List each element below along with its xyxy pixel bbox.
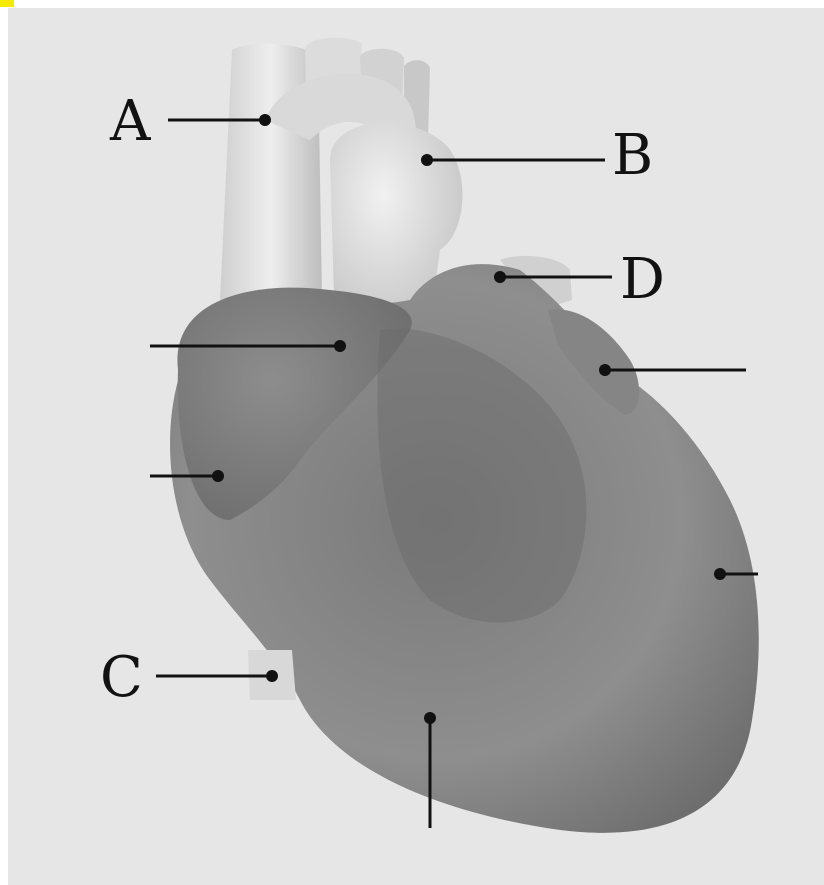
- dot-unlabeled-4: [714, 568, 726, 580]
- dot-unlabeled-5: [424, 712, 436, 724]
- label-c: C: [100, 650, 143, 706]
- dot-unlabeled-3: [212, 470, 224, 482]
- dot-d: [494, 271, 506, 283]
- dot-unlabeled-1: [334, 340, 346, 352]
- label-b: B: [612, 128, 653, 184]
- dot-b: [421, 154, 433, 166]
- dot-unlabeled-2: [599, 364, 611, 376]
- label-a: A: [110, 94, 150, 150]
- label-d: D: [620, 252, 665, 308]
- dot-a: [259, 114, 271, 126]
- dot-c: [266, 670, 278, 682]
